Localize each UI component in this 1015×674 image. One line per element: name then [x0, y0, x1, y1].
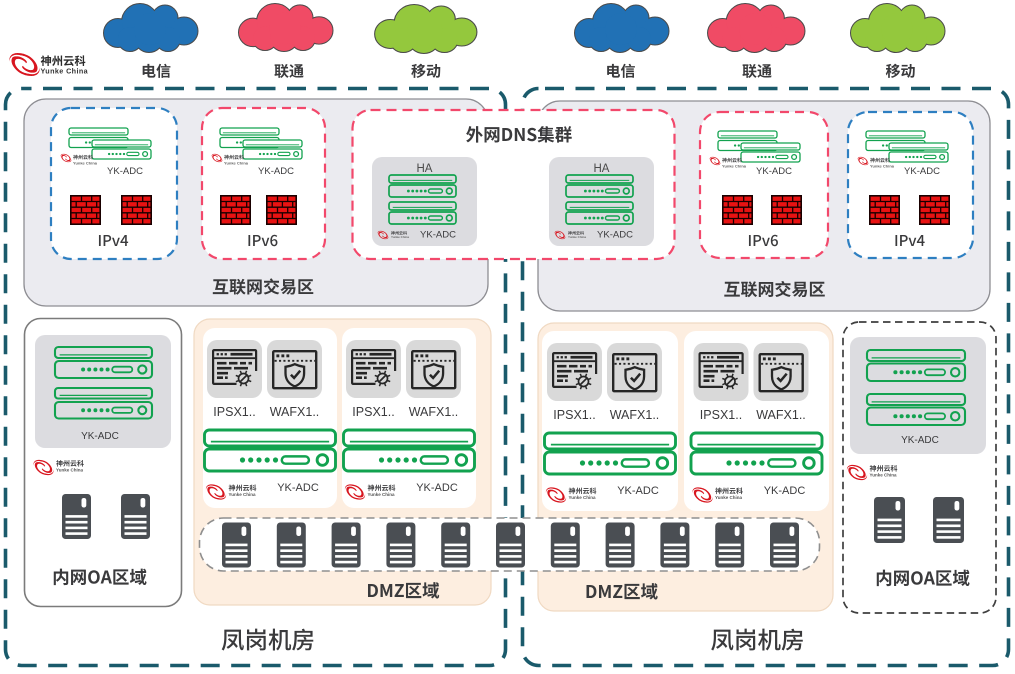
svg-text:YK-ADC: YK-ADC [901, 435, 939, 446]
svg-text:Yunke China: Yunke China [73, 161, 98, 166]
svg-text:Yunke China: Yunke China [41, 67, 89, 76]
svg-text:IPSX1..: IPSX1.. [352, 405, 394, 419]
svg-text:WAFX1..: WAFX1.. [270, 405, 320, 419]
svg-text:IPSX1..: IPSX1.. [213, 405, 255, 419]
svg-text:YK-ADC: YK-ADC [107, 166, 143, 177]
svg-text:Yunke China: Yunke China [391, 235, 409, 239]
svg-text:YK-ADC: YK-ADC [420, 230, 456, 241]
svg-text:Yunke China: Yunke China [722, 164, 747, 169]
svg-text:Yunke China: Yunke China [568, 235, 586, 239]
svg-text:YK-ADC: YK-ADC [764, 485, 806, 497]
svg-text:YK-ADC: YK-ADC [756, 166, 792, 177]
svg-text:Yunke China: Yunke China [715, 495, 743, 500]
svg-text:YK-ADC: YK-ADC [617, 485, 659, 497]
svg-text:WAFX1..: WAFX1.. [756, 408, 806, 422]
svg-text:HA: HA [594, 163, 610, 175]
svg-text:IPSX1..: IPSX1.. [553, 408, 595, 422]
svg-text:Yunke China: Yunke China [870, 473, 898, 478]
svg-text:WAFX1..: WAFX1.. [610, 408, 660, 422]
svg-text:Yunke China: Yunke China [224, 161, 249, 166]
svg-text:Yunke China: Yunke China [368, 492, 396, 497]
svg-text:IPSX1..: IPSX1.. [700, 408, 742, 422]
svg-text:Yunke China: Yunke China [229, 492, 257, 497]
svg-text:YK-ADC: YK-ADC [81, 431, 119, 442]
svg-text:YK-ADC: YK-ADC [258, 166, 294, 177]
svg-text:YK-ADC: YK-ADC [904, 166, 940, 177]
svg-text:Yunke China: Yunke China [56, 468, 84, 473]
svg-text:Yunke China: Yunke China [870, 164, 895, 169]
svg-text:HA: HA [417, 163, 433, 175]
svg-text:WAFX1..: WAFX1.. [409, 405, 459, 419]
svg-text:YK-ADC: YK-ADC [277, 482, 319, 494]
svg-text:YK-ADC: YK-ADC [416, 482, 458, 494]
svg-text:YK-ADC: YK-ADC [597, 230, 633, 241]
svg-text:Yunke China: Yunke China [569, 495, 597, 500]
